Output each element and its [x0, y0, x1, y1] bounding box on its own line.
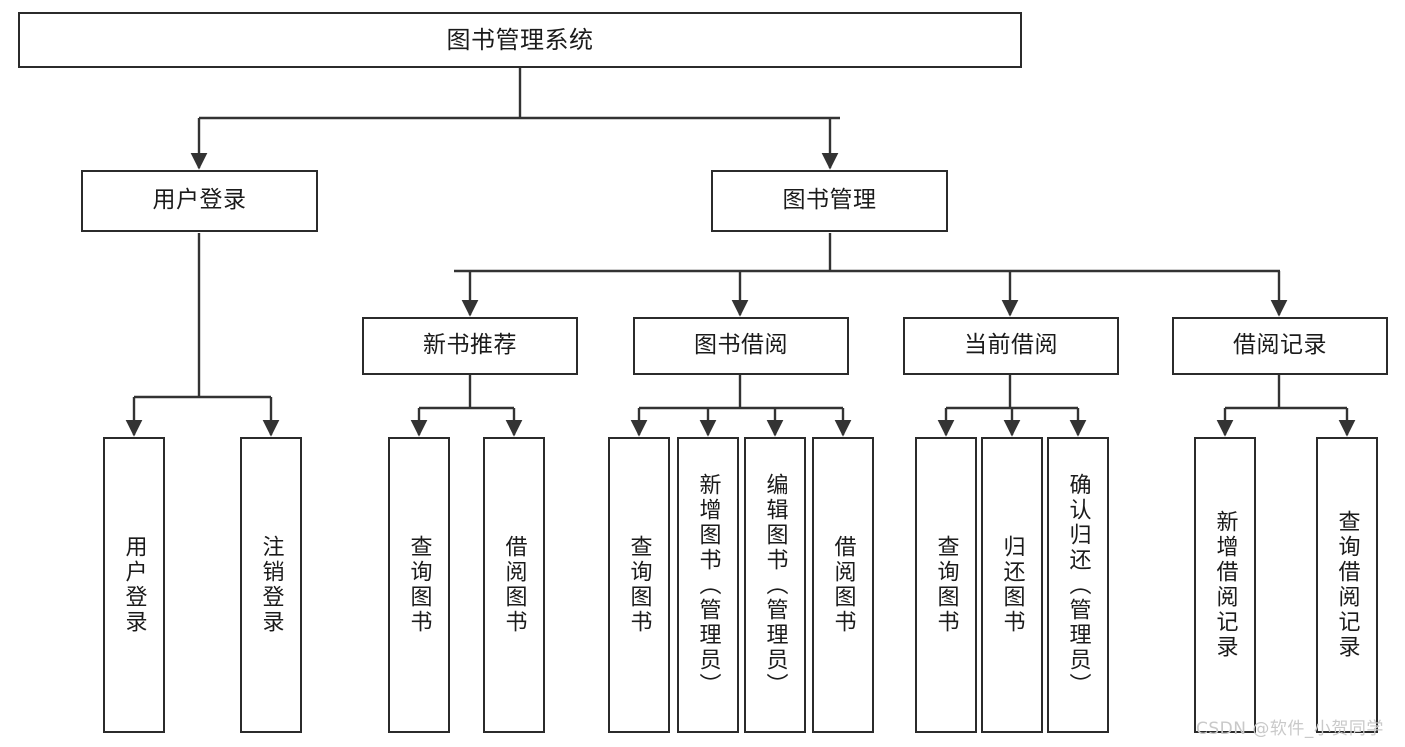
node-label: 注销登录 — [258, 535, 284, 635]
leaf-book-borrow-query[interactable]: 查询图书 — [608, 437, 670, 733]
node-label: 确认归还（管理员） — [1065, 472, 1091, 698]
node-label: 查询图书 — [933, 535, 959, 635]
node-label: 图书管理系统 — [446, 25, 594, 54]
node-label: 查询图书 — [626, 535, 652, 635]
node-book-borrow[interactable]: 图书借阅 — [633, 317, 849, 375]
node-user-login[interactable]: 用户登录 — [81, 170, 318, 232]
leaf-book-borrow-add[interactable]: 新增图书（管理员） — [677, 437, 739, 733]
leaf-new-book-borrow[interactable]: 借阅图书 — [483, 437, 545, 733]
csdn-watermark: CSDN @软件_小贺同学 — [1196, 719, 1384, 739]
node-label: 新书推荐 — [423, 332, 517, 359]
node-label: 借阅图书 — [501, 535, 527, 635]
node-label: 借阅记录 — [1233, 332, 1327, 359]
node-current-borrow[interactable]: 当前借阅 — [903, 317, 1119, 375]
leaf-borrow-record-add[interactable]: 新增借阅记录 — [1194, 437, 1256, 733]
node-new-book-recommend[interactable]: 新书推荐 — [362, 317, 578, 375]
node-label: 用户登录 — [121, 535, 147, 635]
node-label: 图书管理 — [782, 187, 877, 214]
node-label: 当前借阅 — [964, 332, 1058, 359]
node-label: 新增借阅记录 — [1212, 510, 1238, 660]
leaf-user-login-logout[interactable]: 注销登录 — [240, 437, 302, 733]
node-label: 编辑图书（管理员） — [762, 472, 788, 698]
node-borrow-record[interactable]: 借阅记录 — [1172, 317, 1388, 375]
node-label: 查询图书 — [406, 535, 432, 635]
leaf-book-borrow-edit[interactable]: 编辑图书（管理员） — [744, 437, 806, 733]
leaf-current-borrow-confirm[interactable]: 确认归还（管理员） — [1047, 437, 1109, 733]
node-root-system[interactable]: 图书管理系统 — [18, 12, 1022, 68]
leaf-current-borrow-return[interactable]: 归还图书 — [981, 437, 1043, 733]
leaf-book-borrow-borrow[interactable]: 借阅图书 — [812, 437, 874, 733]
node-label: 查询借阅记录 — [1334, 510, 1360, 660]
node-label: 用户登录 — [152, 187, 247, 214]
node-label: 图书借阅 — [694, 332, 788, 359]
leaf-new-book-query[interactable]: 查询图书 — [388, 437, 450, 733]
node-label: 新增图书（管理员） — [695, 472, 721, 698]
node-book-manage[interactable]: 图书管理 — [711, 170, 948, 232]
node-label: 借阅图书 — [830, 535, 856, 635]
leaf-user-login-login[interactable]: 用户登录 — [103, 437, 165, 733]
leaf-borrow-record-query[interactable]: 查询借阅记录 — [1316, 437, 1378, 733]
node-label: 归还图书 — [999, 535, 1025, 635]
leaf-current-borrow-query[interactable]: 查询图书 — [915, 437, 977, 733]
